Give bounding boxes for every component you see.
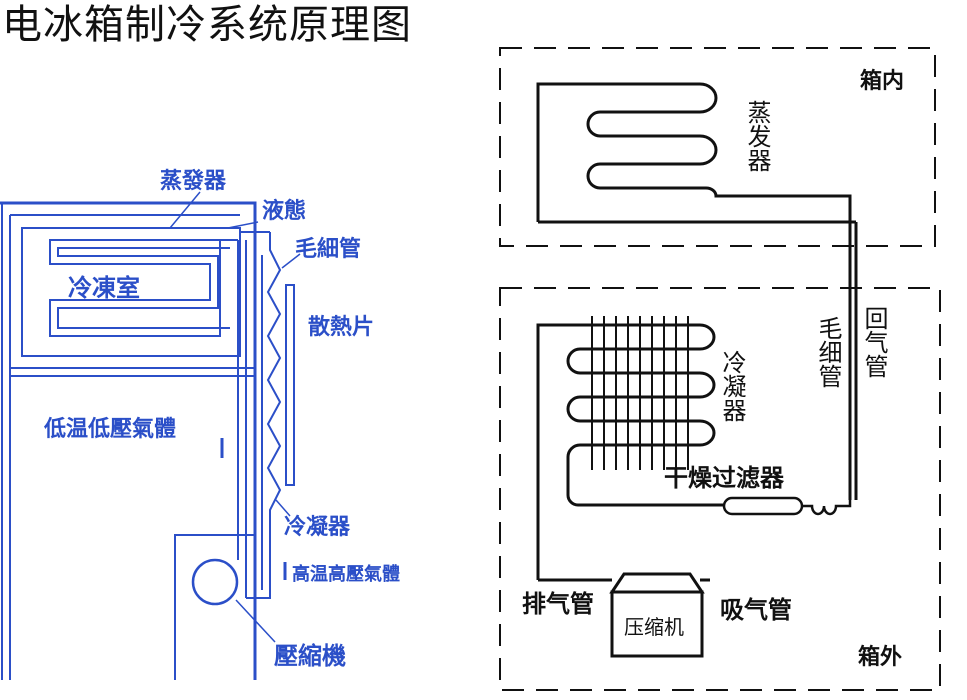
left-label-evaporator: 蒸發器 bbox=[160, 169, 227, 194]
capillary-coil bbox=[802, 500, 852, 516]
compressor-symbol bbox=[191, 558, 239, 606]
left-label-high-gas: 高温高壓氣體 bbox=[292, 563, 400, 585]
right-label-suction-pipe: 吸气管 bbox=[720, 595, 792, 624]
left-label-low-gas: 低温低壓氣體 bbox=[43, 416, 176, 442]
compressor-body bbox=[610, 590, 704, 658]
evaporator-circuit bbox=[536, 82, 852, 500]
outside-cabinet-box bbox=[499, 287, 941, 691]
condenser-zigzag bbox=[246, 232, 282, 599]
freezer-compartment bbox=[21, 227, 241, 357]
radiator-fins bbox=[285, 284, 295, 486]
right-label-condenser: 冷凝器 bbox=[718, 350, 746, 422]
fridge-cabinet-outline bbox=[0, 201, 257, 680]
condenser-fins bbox=[591, 316, 689, 470]
evaporator-leader bbox=[169, 191, 201, 229]
right-label-dryer-filter: 干燥过滤器 bbox=[664, 463, 785, 492]
liquid-leader bbox=[227, 221, 259, 229]
condenser-coil bbox=[536, 323, 724, 580]
left-fridge-diagram bbox=[0, 191, 301, 680]
page-title: 电冰箱制冷系统原理图 bbox=[2, 2, 412, 48]
condenser-leader bbox=[275, 499, 291, 517]
compressor-leader bbox=[235, 599, 276, 643]
compressor-housing bbox=[174, 534, 255, 680]
left-label-fins: 散熱片 bbox=[308, 314, 374, 340]
evaporator-coil bbox=[49, 239, 238, 337]
right-label-evaporator: 蒸发器 bbox=[743, 100, 771, 172]
right-label-compressor: 压缩机 bbox=[624, 615, 684, 639]
left-label-freezer: 冷凍室 bbox=[68, 274, 140, 302]
left-label-condenser: 冷凝器 bbox=[284, 514, 351, 540]
right-label-exhaust-pipe: 排气管 bbox=[522, 589, 594, 618]
right-label-evaporator-text: 蒸发器 bbox=[743, 100, 771, 172]
capillary-leader bbox=[281, 253, 301, 269]
dryer-filter bbox=[722, 496, 804, 516]
compressor-top bbox=[609, 572, 705, 594]
left-label-capillary: 毛細管 bbox=[295, 236, 361, 262]
right-label-capillary: 毛细管 bbox=[814, 316, 842, 388]
left-label-liquid: 液態 bbox=[262, 198, 306, 224]
right-label-outside: 箱外 bbox=[858, 644, 902, 670]
right-label-return-pipe: 回气管 bbox=[860, 306, 888, 378]
right-schematic-diagram bbox=[499, 47, 941, 691]
right-label-inside: 箱内 bbox=[860, 68, 904, 94]
left-label-compressor: 壓縮機 bbox=[274, 642, 346, 670]
inside-cabinet-box bbox=[499, 47, 936, 247]
